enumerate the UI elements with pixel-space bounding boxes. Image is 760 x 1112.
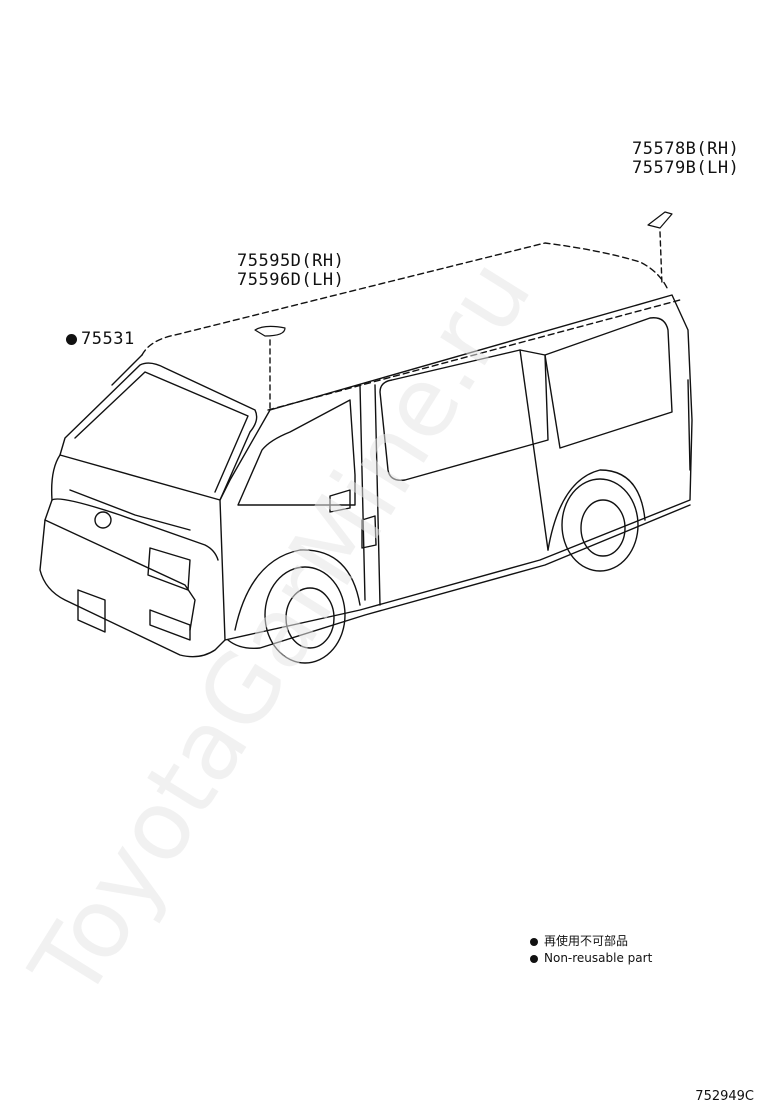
legend-text-jp: 再使用不可部品 <box>544 934 629 948</box>
part-number-rh: 75595D(RH) <box>237 251 345 271</box>
part-number-rh: 75578B(RH) <box>632 139 740 159</box>
front-wheel <box>264 566 346 664</box>
non-reusable-marker-icon <box>66 334 77 345</box>
sliding-door-window <box>379 349 549 481</box>
rear-window <box>544 317 673 449</box>
headlight <box>147 547 191 591</box>
rear-wheel-arch <box>547 469 646 551</box>
roof-phantom-line <box>141 242 681 411</box>
leader-75531 <box>111 354 143 386</box>
bullet-icon <box>530 937 538 946</box>
front-door-window <box>237 399 356 506</box>
legend-row-en: Non-reusable part <box>530 950 652 967</box>
leader-lines <box>269 231 663 409</box>
legend: 再使用不可部品 Non-reusable part <box>530 933 652 967</box>
side-body <box>219 294 693 641</box>
part-label-75531: 75531 <box>66 330 135 349</box>
part-number: 75531 <box>81 329 135 349</box>
legend-row-jp: 再使用不可部品 <box>530 933 652 950</box>
bullet-icon <box>530 954 538 963</box>
legend-text-en: Non-reusable part <box>544 951 653 965</box>
front-body <box>39 454 226 658</box>
part-number-lh: 75579B(LH) <box>632 158 740 178</box>
part-75578b <box>647 211 673 229</box>
front-wheel-arch <box>234 549 361 631</box>
part-number-lh: 75596D(LH) <box>237 270 345 290</box>
windshield <box>59 362 258 501</box>
part-75595d <box>254 325 286 337</box>
illustration-code: 752949C <box>695 1089 754 1104</box>
part-label-75578b: 75578B(RH) 75579B(LH) <box>632 140 739 178</box>
rear-wheel <box>561 478 639 572</box>
part-label-75595d: 75595D(RH) 75596D(LH) <box>237 252 344 290</box>
